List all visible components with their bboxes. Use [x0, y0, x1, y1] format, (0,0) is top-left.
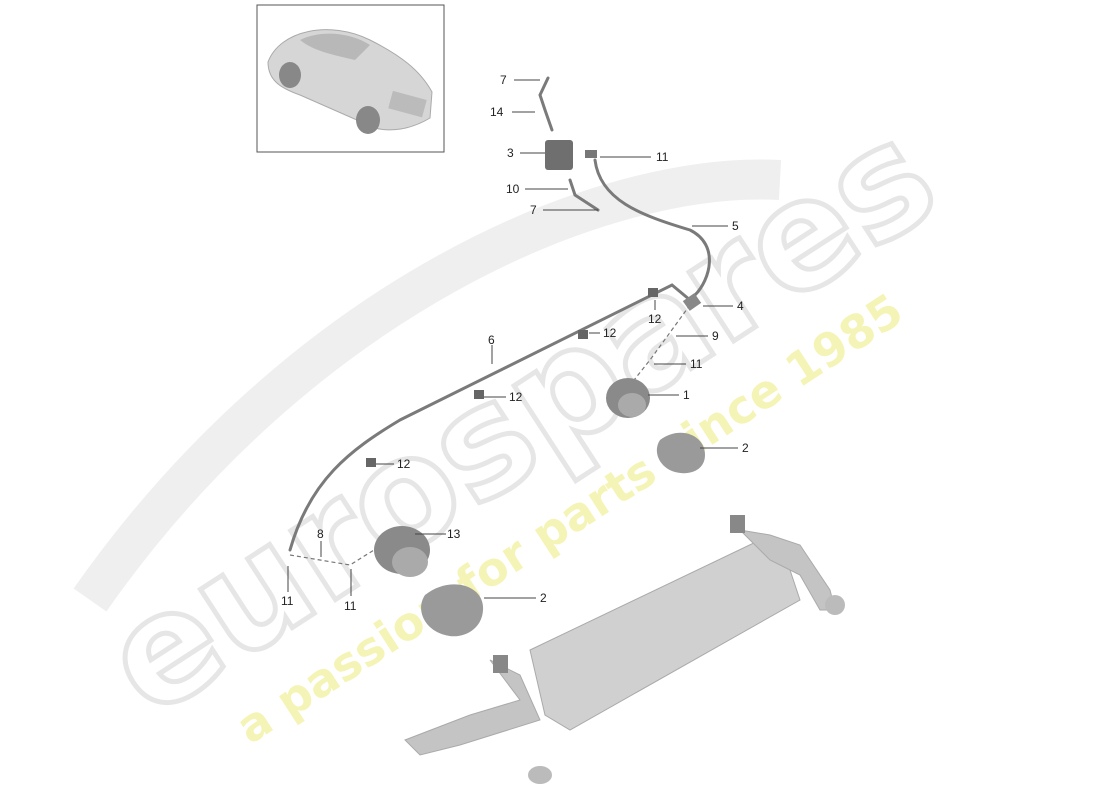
- callout-label: 1: [683, 388, 690, 402]
- callout-label: 11: [656, 150, 669, 164]
- clip-12: [648, 288, 658, 297]
- callout-label: 11: [690, 357, 703, 371]
- callout-label: 2: [742, 441, 749, 455]
- callout-label: 11: [281, 594, 294, 608]
- callout-label: 4: [737, 299, 744, 313]
- watermark-brand: eurospares: [75, 88, 965, 750]
- connector-4: [682, 293, 702, 311]
- callout-label: 12: [397, 457, 411, 471]
- actuator-1: [606, 378, 650, 418]
- clip-12: [578, 330, 588, 339]
- car-wheel: [279, 62, 301, 88]
- callout-label: 12: [603, 326, 617, 340]
- hose-5: [593, 158, 711, 297]
- callout-label: 12: [648, 312, 662, 326]
- hose-10: [568, 178, 600, 212]
- valve-3: [545, 140, 573, 170]
- callout-label: 12: [509, 390, 523, 404]
- watermark-swoosh: [73, 159, 782, 612]
- callouts: 7 14 3 11 10 7 5 4 12 12 9 6 11 1 12 2 1…: [281, 73, 749, 613]
- car-window: [300, 33, 370, 60]
- callout-label: 3: [507, 146, 514, 160]
- callout-label: 7: [530, 203, 537, 217]
- callout-label: 5: [732, 219, 739, 233]
- callout-label: 8: [317, 527, 324, 541]
- callout-label: 14: [490, 105, 504, 119]
- hoses: [288, 76, 711, 552]
- actuator-13: [374, 526, 430, 577]
- rear-silencer: [404, 515, 845, 784]
- callout-label: 13: [447, 527, 461, 541]
- connector-11: [585, 150, 597, 158]
- clip-12: [366, 458, 376, 467]
- callout-label: 2: [540, 591, 547, 605]
- watermark: eurospares a passion for parts since 198…: [72, 85, 967, 754]
- hose-14: [538, 76, 554, 132]
- callout-label: 6: [488, 333, 495, 347]
- hose-6: [288, 283, 692, 552]
- parts: [366, 140, 845, 784]
- callout-label: 10: [506, 182, 520, 196]
- car-thumbnail[interactable]: [256, 4, 445, 153]
- callout-label: 7: [500, 73, 507, 87]
- dashed-connections: [289, 304, 691, 566]
- cover-2: [656, 432, 705, 474]
- car-rear: [388, 90, 427, 118]
- callout-label: 9: [712, 329, 719, 343]
- cover-2: [421, 584, 484, 637]
- callout-label: 11: [344, 599, 357, 613]
- car-wheel: [356, 106, 380, 134]
- clip-12: [474, 390, 484, 399]
